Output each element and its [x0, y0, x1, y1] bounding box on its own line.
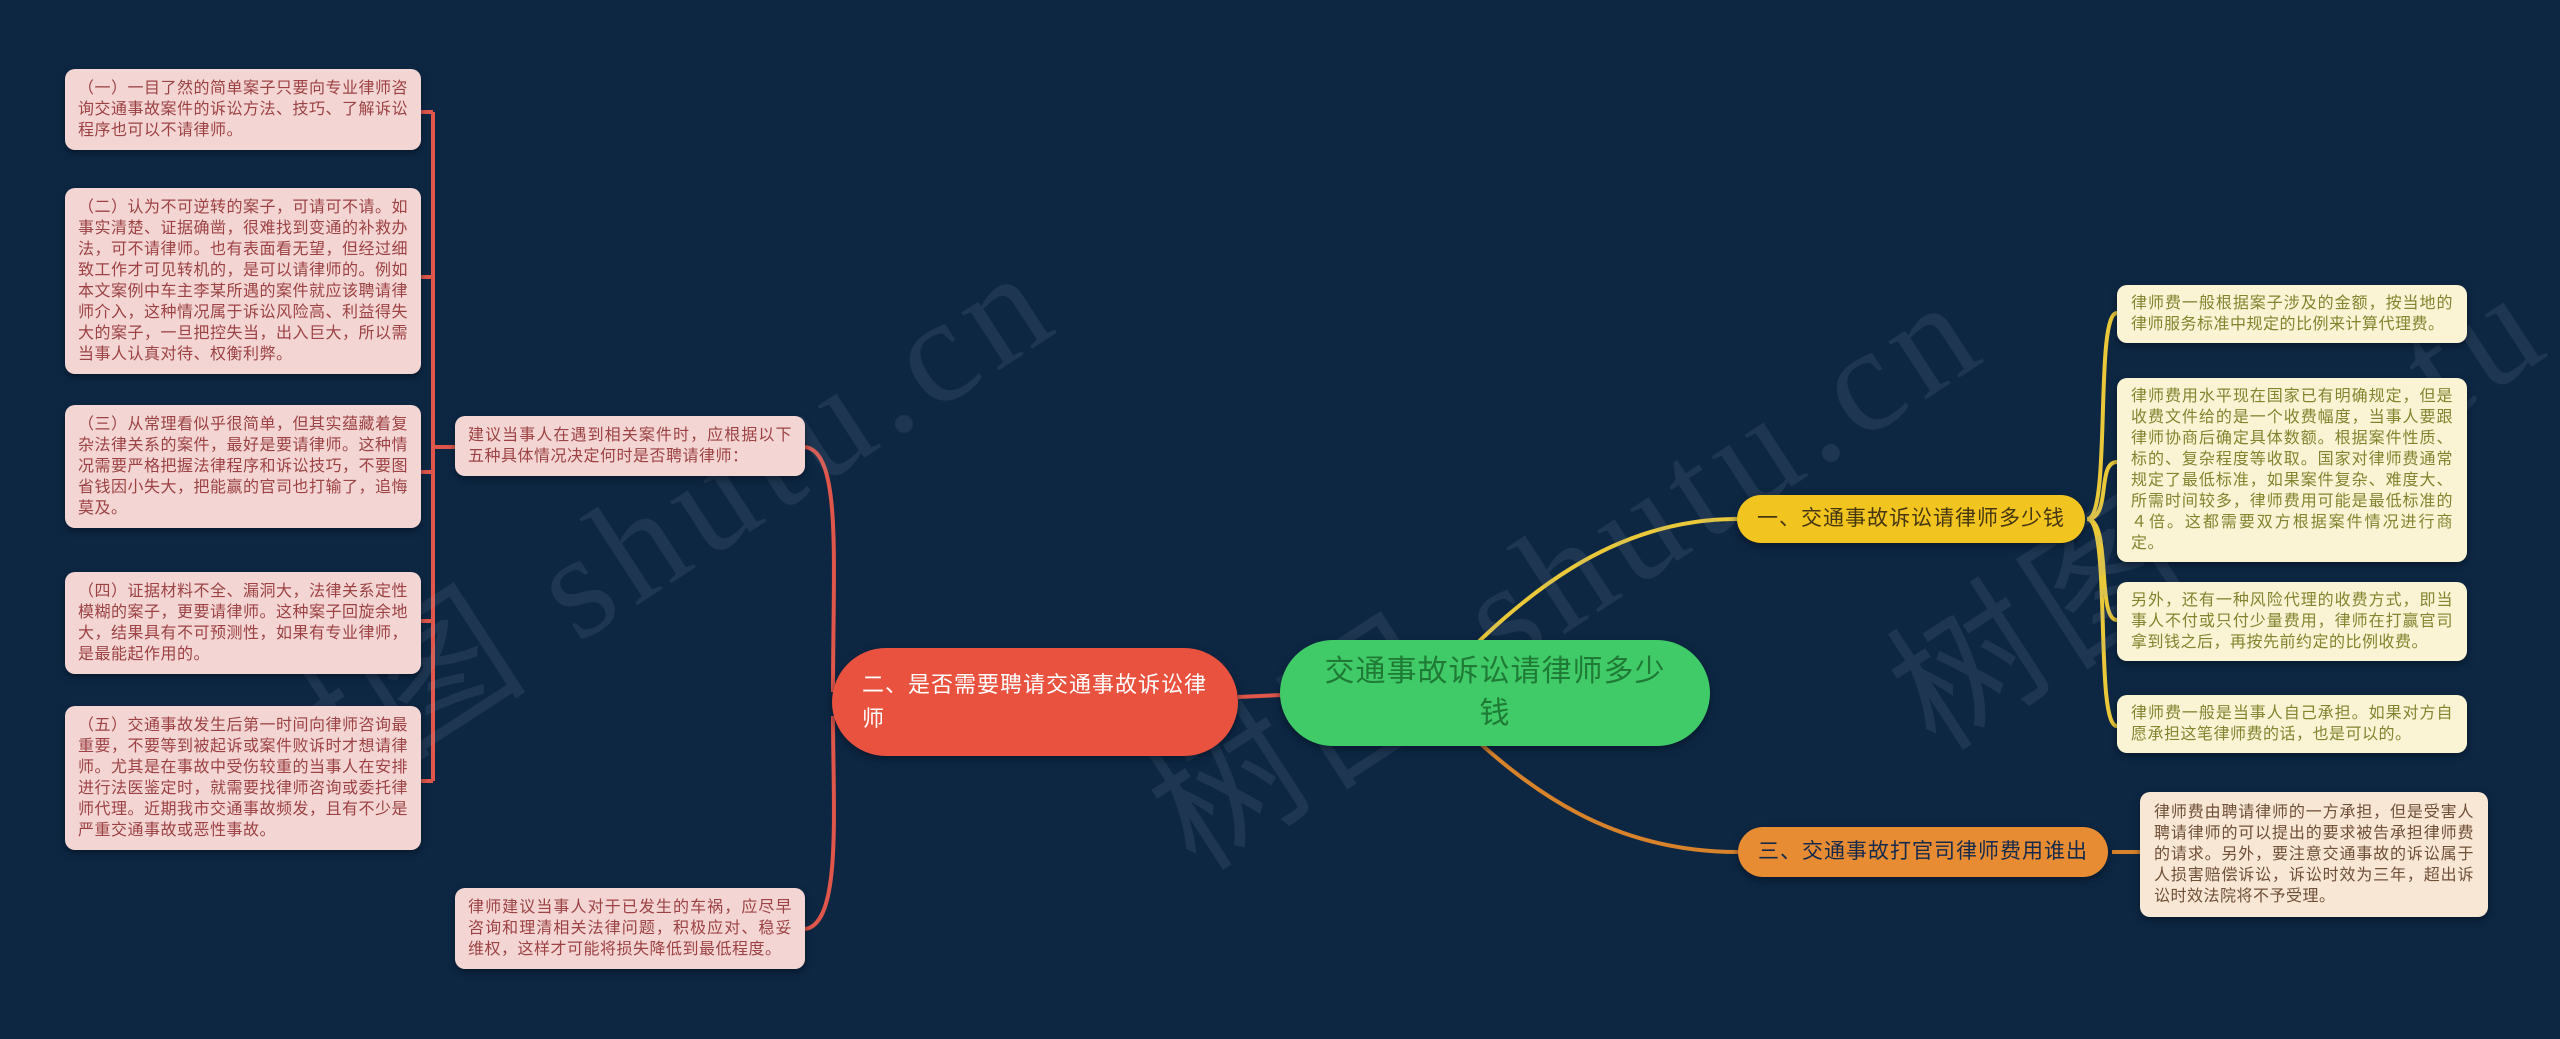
advice-box[interactable]: 建议当事人在遇到相关案件时，应根据以下五种具体情况决定何时是否聘请律师： — [455, 416, 805, 476]
fee-note-3[interactable]: 另外，还有一种风险代理的收费方式，即当事人不付或只付少量费用，律师在打赢官司拿到… — [2117, 582, 2467, 661]
case-box-2[interactable]: （二）认为不可逆转的案子，可请可不请。如事实清楚、证据确凿，很难找到变通的补救办… — [65, 188, 421, 374]
case-box-1[interactable]: （一）一目了然的简单案子只要向专业律师咨询交通事故案件的诉讼方法、技巧、了解诉讼… — [65, 69, 421, 150]
connector-advice-to-branch2 — [804, 445, 836, 693]
fee-note-2[interactable]: 律师费用水平现在国家已有明确规定，但是收费文件给的是一个收费幅度，当事人要跟律师… — [2117, 378, 2467, 562]
connector-conclusion-to-branch2 — [804, 715, 836, 931]
case-box-4[interactable]: （四）证据材料不全、漏洞大，法律关系定性模糊的案子，更要请律师。这种案子回旋余地… — [65, 572, 421, 674]
connector-branch2-to-central — [1237, 693, 1283, 699]
connector-note1 — [2086, 311, 2118, 521]
central-topic[interactable]: 交通事故诉讼请律师多少钱 — [1280, 640, 1710, 746]
branch3-topic[interactable]: 三、交通事故打官司律师费用谁出 — [1738, 827, 2108, 877]
conclusion-box[interactable]: 律师建议当事人对于已发生的车祸，应尽早咨询和理清相关法律问题，积极应对、稳妥维权… — [455, 888, 805, 969]
fee-note-1[interactable]: 律师费一般根据案子涉及的金额，按当地的律师服务标准中规定的比例来计算代理费。 — [2117, 285, 2467, 343]
connector-note2 — [2086, 460, 2118, 521]
who-pays-note[interactable]: 律师费由聘请律师的一方承担，但是受害人聘请律师的可以提出的要求被告承担律师费的请… — [2140, 792, 2488, 917]
case-box-3[interactable]: （三）从常理看似乎很简单，但其实蕴藏着复杂法律关系的案件，最好是要请律师。这种情… — [65, 405, 421, 528]
red-branch-connectors — [421, 110, 1283, 931]
fee-note-4[interactable]: 律师费一般是当事人自己承担。如果对方自愿承担这笔律师费的话，也是可以的。 — [2117, 695, 2467, 753]
branch1-topic[interactable]: 一、交通事故诉讼请律师多少钱 — [1737, 495, 2085, 543]
case-box-5[interactable]: （五）交通事故发生后第一时间向律师咨询最重要，不要等到被起诉或案件败诉时才想请律… — [65, 706, 421, 850]
connector-note4 — [2086, 517, 2118, 728]
branch2-topic[interactable]: 二、是否需要聘请交通事故诉讼律师 — [832, 648, 1238, 756]
